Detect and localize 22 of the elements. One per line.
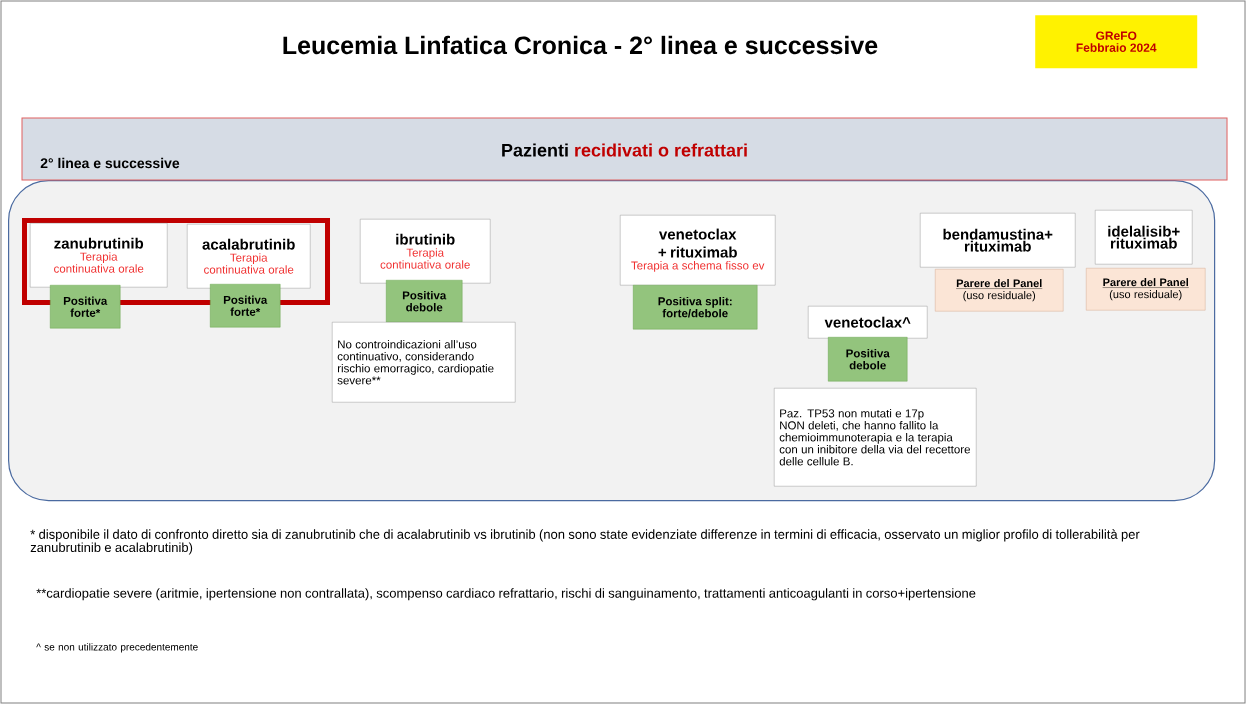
drug-box: acalabrutinib Terapia continuativa orale — [187, 224, 311, 289]
rating-box: Positiva forte* — [210, 284, 281, 328]
footnote: ^ se non utilizzato precedentemente — [36, 643, 198, 653]
drug-box: zanubrutinib Terapia continuativa orale — [30, 223, 168, 288]
heading-band: Pazienti recidivati o refrattari 2° linea e successive — [21, 117, 1228, 181]
rating-box: Positiva debole — [386, 280, 463, 323]
rating-box: Positiva debole — [828, 337, 908, 382]
drug-box: venetoclax^ — [808, 306, 928, 339]
title: Leucemia Linfatica Cronica - 2° linea e successive — [283, 35, 878, 55]
note-box: Paz. TP53 non mutati e 17p NON deleti, che hanno fallito la chemioimmunoterapia e la terapia con un inibitore della via del recettore delle cellule B. — [774, 388, 977, 487]
drug-box: venetoclax + rituximab Terapia a schema fisso ev — [620, 215, 776, 286]
drug-box: bendamustina+ rituximab — [920, 213, 1076, 268]
date-badge: GReFO Febbraio 2024 — [1035, 15, 1198, 69]
drug-box: ibrutinib Terapia continuativa orale — [360, 219, 491, 284]
footnote: **cardiopatie severe (aritmie, ipertensione non contrallata), scompenso cardiaco refrattario, rischi di sanguinamento, trattamenti anticoagulanti in corso+ipertensione — [36, 588, 976, 601]
drug-box: idelalisib+ rituximab — [1095, 210, 1193, 265]
opinion-box: Parere del Panel (uso residuale) — [935, 269, 1064, 312]
note-box: No controindicazioni all’uso continuativo, considerando rischio emorragico, cardiopatie severe** — [332, 322, 516, 403]
footnote: * disponibile il dato di confronto diretto sia di zanubrutinib che di acalabrutinib vs ibrutinib (non sono state evidenziate differenze in termini di efficacia, osservato un miglior profilo di tollerabilità per zanubrutinib e acalabrutinib) — [30, 529, 1140, 555]
opinion-box: Parere del Panel (uso residuale) — [1086, 268, 1206, 311]
rating-box: Positiva forte* — [50, 285, 121, 329]
rating-box: Positiva split: forte/debole — [633, 285, 758, 330]
